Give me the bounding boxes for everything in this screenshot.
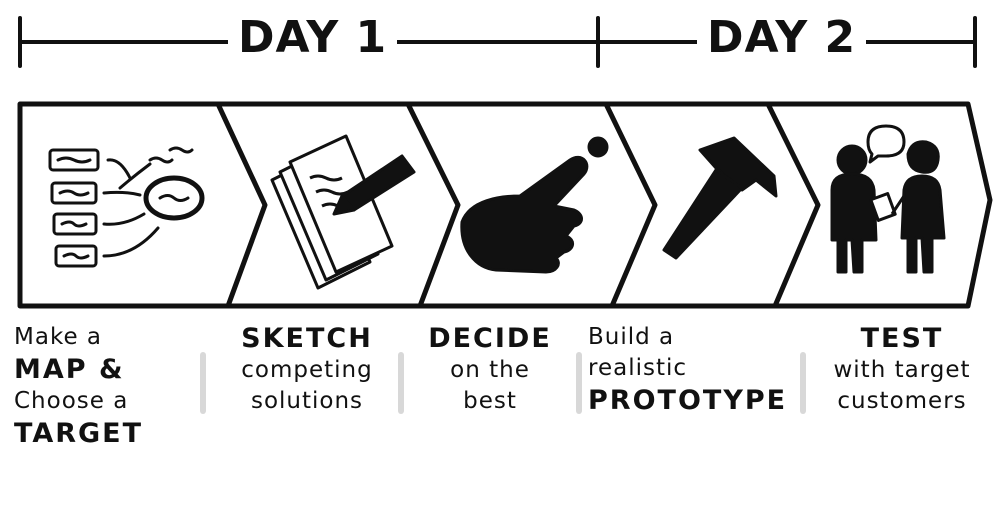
- sketch-paper-pen-icon: [270, 134, 416, 290]
- caption-line: with target: [833, 357, 971, 383]
- caption-line: TEST: [860, 323, 944, 354]
- caption-line: customers: [837, 388, 967, 414]
- day-2-label: DAY 2: [697, 6, 867, 70]
- caption-line: PROTOTYPE: [588, 385, 788, 416]
- step-caption-decide: DECIDE on the best: [410, 322, 570, 417]
- day-1-label: DAY 1: [228, 6, 398, 70]
- caption-line: TARGET: [14, 418, 144, 449]
- step-caption-test: TEST with target customers: [812, 322, 992, 417]
- step-caption-prototype: Build a realistic PROTOTYPE: [588, 322, 796, 417]
- caption-line: DECIDE: [428, 323, 552, 354]
- chevron-divider-3: [603, 102, 658, 307]
- caption-line: Choose a: [14, 388, 129, 414]
- caption-line: MAP &: [14, 354, 125, 385]
- caption-line: best: [463, 388, 517, 414]
- hammer-icon: [662, 136, 778, 260]
- caption-separator: [576, 352, 582, 414]
- caption-separator: [200, 352, 206, 414]
- step-caption-sketch: SKETCH competing solutions: [222, 322, 392, 417]
- two-people-talking-icon: [830, 124, 946, 274]
- step-caption-map: Make a MAP & Choose a TARGET: [14, 322, 184, 450]
- caption-line: on the: [450, 357, 530, 383]
- chevron-band: [17, 101, 993, 309]
- chevron-divider-2: [405, 102, 461, 307]
- chevron-divider-4: [765, 102, 821, 307]
- caption-line: SKETCH: [241, 323, 373, 354]
- map-target-icon: [48, 146, 205, 268]
- pointing-hand-icon: [460, 136, 609, 274]
- band-outline: [17, 101, 993, 309]
- caption-line: Make a: [14, 324, 102, 350]
- caption-line: realistic: [588, 355, 688, 381]
- chevron-divider-1: [215, 102, 268, 307]
- caption-line: solutions: [250, 388, 364, 414]
- caption-separator: [800, 352, 806, 414]
- caption-line: Build a: [588, 324, 675, 350]
- caption-separator: [398, 352, 404, 414]
- caption-line: competing: [241, 357, 373, 383]
